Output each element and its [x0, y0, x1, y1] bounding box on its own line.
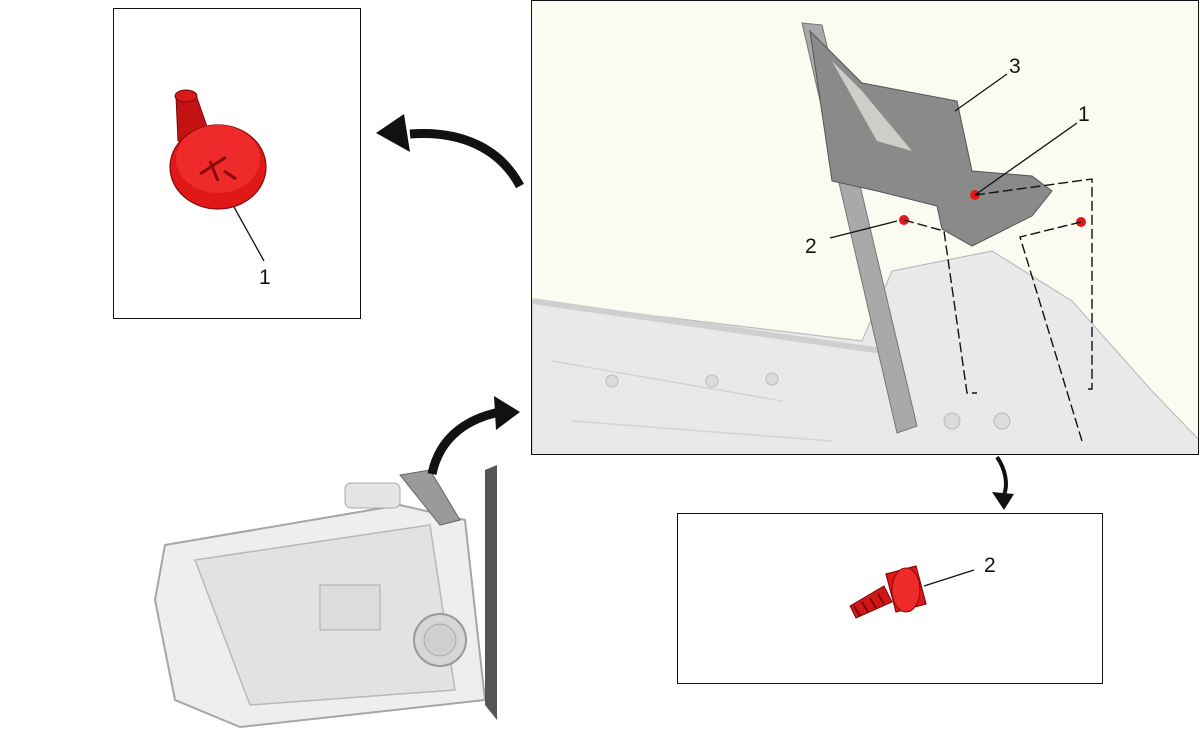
- door-trim-illustration: 3 1 2: [532, 22, 1198, 454]
- callout-3: 3: [1009, 55, 1021, 78]
- screw-2-illustration: 2: [849, 554, 996, 619]
- mirror-edge: [485, 465, 497, 720]
- arrow-to-inset-1: [409, 128, 524, 189]
- inset-retainer-1: 1: [113, 8, 361, 319]
- callout-1: 1: [259, 266, 271, 289]
- callout-1: 1: [1078, 103, 1090, 126]
- arrow-to-inset-2: [995, 455, 1008, 496]
- arrow-to-main: [427, 407, 501, 476]
- inset-screw-2: 2: [677, 513, 1103, 684]
- callout-2: 2: [805, 235, 817, 258]
- callout-2: 2: [984, 554, 996, 577]
- speaker-icon: [413, 613, 467, 667]
- main-door-view: 3 1 2: [531, 0, 1199, 455]
- retainer-1-illustration: 1: [169, 89, 271, 289]
- door-overview: [153, 503, 487, 729]
